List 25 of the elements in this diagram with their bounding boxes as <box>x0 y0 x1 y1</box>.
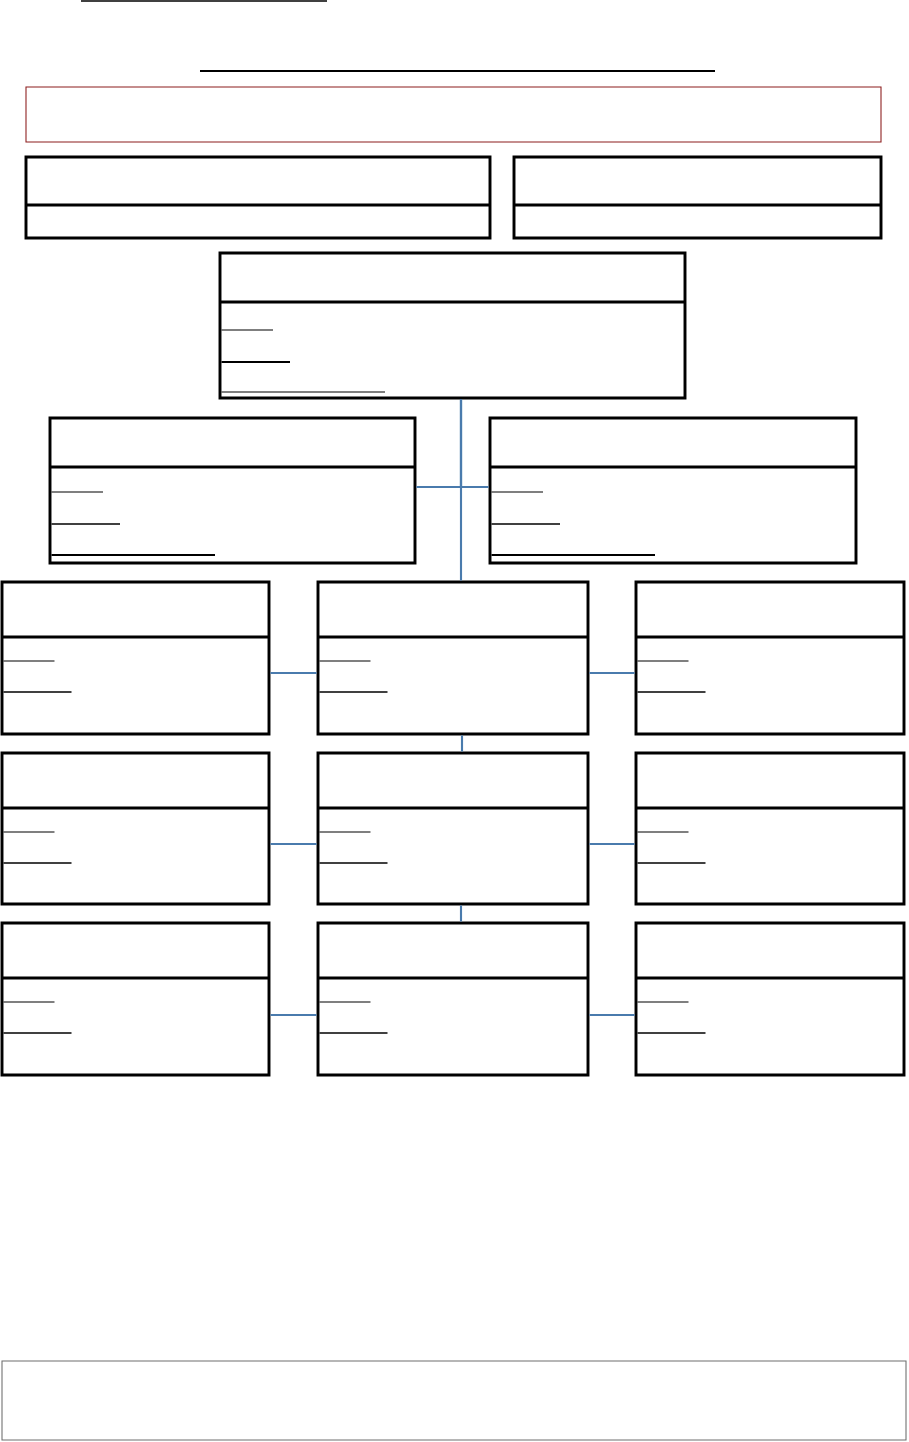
position-box <box>488 416 858 565</box>
position-box <box>634 751 906 906</box>
connector-line <box>589 1013 635 1017</box>
connector-line <box>459 399 463 581</box>
connector-line <box>270 1013 317 1017</box>
position-box <box>316 580 590 736</box>
connector-line <box>589 842 635 846</box>
position-box <box>0 751 271 906</box>
position-box <box>24 155 492 240</box>
position-box <box>634 921 906 1077</box>
connector-line <box>460 735 464 752</box>
answer-box <box>1 1360 907 1441</box>
connector-line <box>270 842 317 846</box>
position-box <box>512 155 883 240</box>
position-box <box>0 921 271 1077</box>
position-box <box>218 251 687 400</box>
position-box <box>316 921 590 1077</box>
connector-line <box>459 905 463 922</box>
position-box <box>634 580 906 736</box>
position-box <box>48 416 417 565</box>
answer-box <box>25 86 882 143</box>
connector-line <box>589 671 635 675</box>
connector-line <box>270 671 317 675</box>
position-box <box>316 751 590 906</box>
position-box <box>0 580 271 736</box>
